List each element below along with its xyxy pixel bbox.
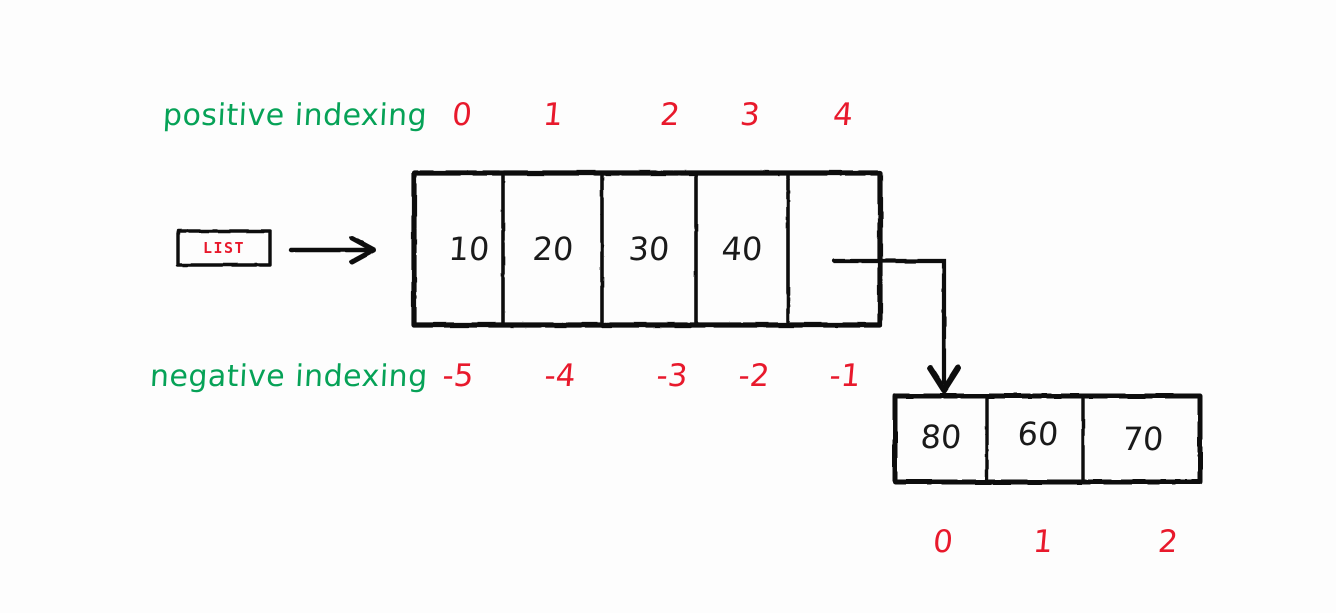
positive-index-4: 4 (831, 97, 855, 133)
negative-index-minus2: -2 (737, 358, 772, 394)
list-variable-box (176, 229, 272, 267)
main-list-cell-1-value: 20 (531, 230, 575, 268)
positive-index-0: 0 (450, 97, 474, 133)
negative-index-minus5: -5 (441, 358, 476, 394)
nested-index-0: 0 (931, 524, 955, 560)
negative-index-minus1: -1 (828, 358, 863, 394)
negative-indexing-label: negative indexing (149, 359, 429, 394)
nested-list-cell-2-value: 70 (1121, 420, 1165, 458)
list-to-array-arrow (288, 235, 377, 265)
positive-index-1: 1 (541, 97, 565, 133)
nested-list-box (892, 393, 1203, 485)
nested-list-dividers (985, 397, 1085, 481)
nested-index-2: 2 (1156, 524, 1180, 560)
negative-index-minus4: -4 (543, 358, 578, 394)
positive-indexing-label: positive indexing (162, 98, 429, 133)
nested-index-1: 1 (1031, 524, 1055, 560)
main-list-box (411, 170, 883, 328)
main-list-cell-0-value: 10 (447, 230, 491, 268)
main-list-cell-3-value: 40 (720, 230, 764, 268)
negative-index-minus3: -3 (655, 358, 690, 394)
positive-index-2: 2 (658, 97, 682, 133)
nested-list-cell-1-value: 60 (1016, 415, 1060, 453)
list-variable-label: LIST (202, 239, 246, 257)
nested-list-cell-0-value: 80 (919, 418, 963, 456)
main-list-dividers (501, 174, 790, 324)
positive-index-3: 3 (738, 97, 762, 133)
nested-list-pointer-arrow (831, 258, 961, 393)
main-list-cell-2-value: 30 (627, 230, 671, 268)
